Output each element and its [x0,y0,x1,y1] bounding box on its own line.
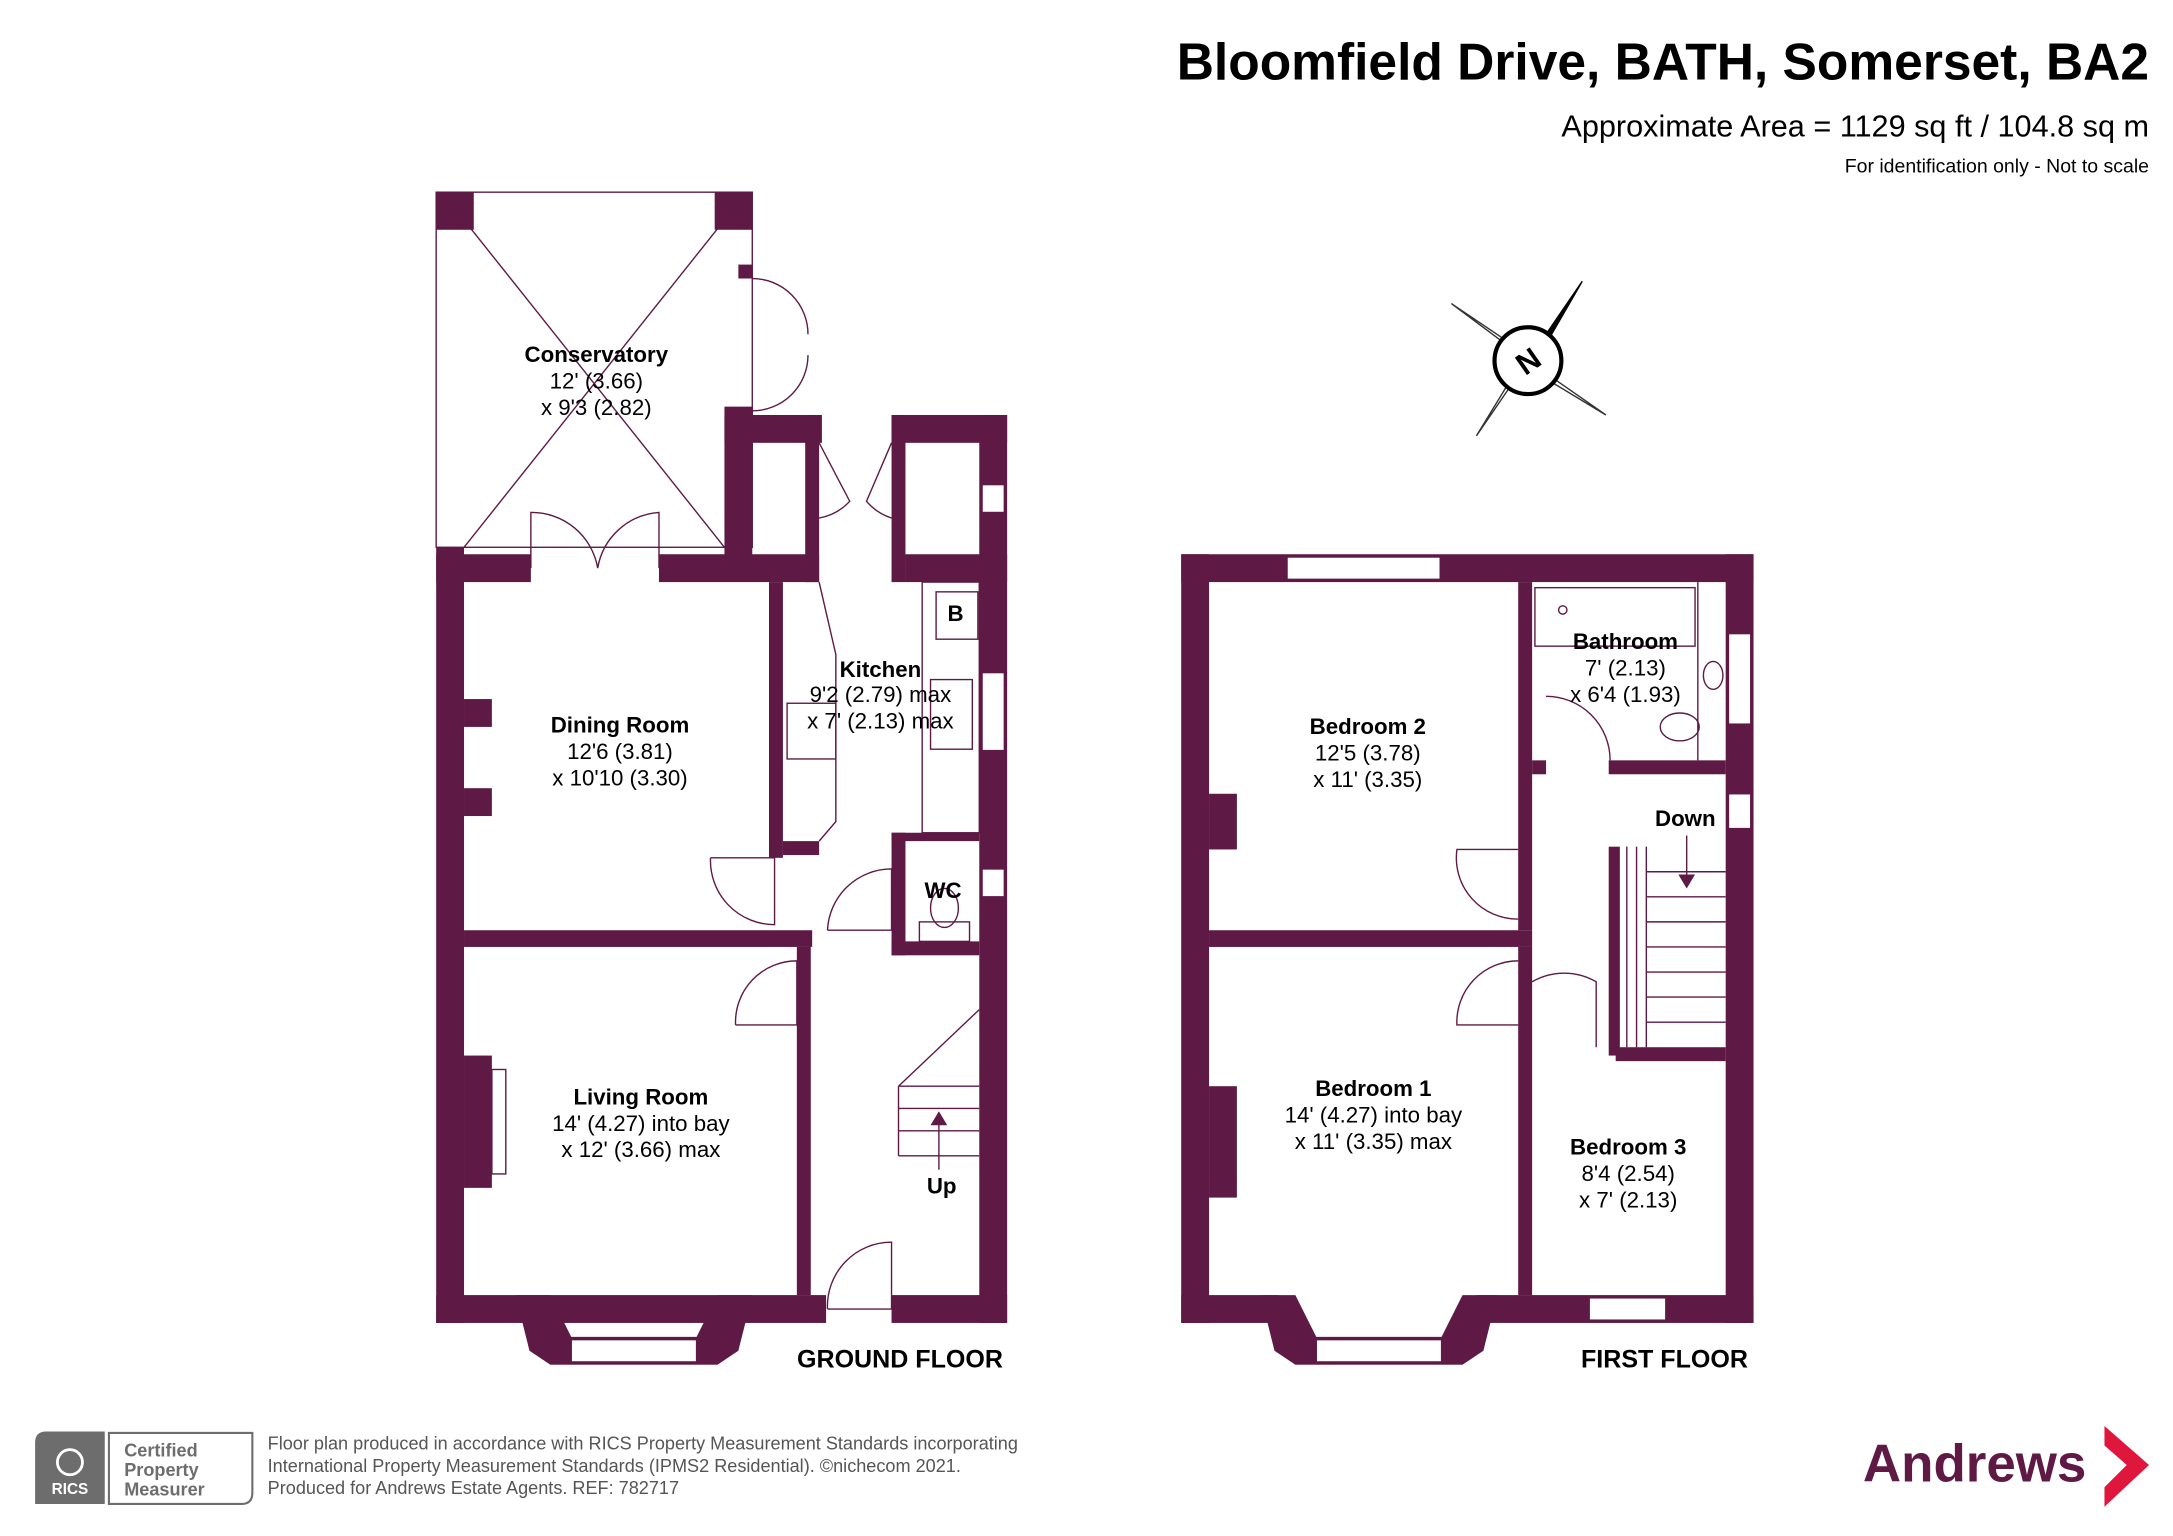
room-dimension: x 9'3 (2.82) [541,395,652,420]
room-dimension: x 11' (3.35) [1313,767,1422,792]
room-dimension: 14' (4.27) into bay [1285,1102,1463,1127]
room-bedroom-2: Bedroom 2 12'5 (3.78) x 11' (3.35) [1310,714,1426,792]
room-bedroom-1: Bedroom 1 14' (4.27) into bay x 11' (3.3… [1285,1076,1463,1154]
rics-badge: RICS Certified Property Measurer [35,1431,254,1506]
room-dimension: x 6'4 (1.93) [1570,682,1681,707]
room-name: Dining Room [551,712,690,737]
room-dimension: x 7' (2.13) max [807,708,954,733]
room-dimension: x 12' (3.66) max [561,1137,720,1162]
rics-logo-text: RICS [52,1481,89,1498]
room-name: Bathroom [1573,629,1678,654]
approximate-area: Approximate Area = 1129 sq ft / 104.8 sq… [1561,109,2149,143]
room-kitchen: Kitchen 9'2 (2.79) max x 7' (2.13) max [807,657,954,734]
room-dimension: x 10'10 (3.30) [552,765,687,790]
room-dimension: 14' (4.27) into bay [552,1111,730,1136]
badge-line: Measurer [124,1480,204,1500]
room-bedroom-3: Bedroom 3 8'4 (2.54) x 7' (2.13) [1570,1134,1686,1212]
room-conservatory: Conservatory 12' (3.66) x 9'3 (2.82) [525,342,669,420]
first-stairs [1626,835,1726,1048]
footer-line: International Property Measurement Stand… [268,1456,961,1476]
footer-line: Floor plan produced in accordance with R… [268,1434,1018,1454]
room-dimension: 7' (2.13) [1585,655,1666,680]
room-dimension: 8'4 (2.54) [1582,1161,1675,1186]
compass-icon: N [1450,280,1607,437]
stairs-up-label: Up [927,1173,957,1198]
first-floor-plan: Down Bedroom 2 12'5 (3.78) x 11' (3.35) … [1181,554,1754,1373]
brand-chevron-icon [2104,1425,2150,1507]
room-dimension: 12' (3.66) [550,369,643,394]
footer-line: Produced for Andrews Estate Agents. REF:… [268,1478,679,1498]
rics-lion-icon [56,1448,84,1477]
ground-floor-label: GROUND FLOOR [797,1345,1003,1373]
room-living-room: Living Room 14' (4.27) into bay x 12' (3… [552,1084,730,1162]
room-name: Bedroom 2 [1310,714,1426,739]
room-dimension: 9'2 (2.79) max [810,682,952,707]
badge-line: Certified [124,1441,197,1461]
andrews-logo: Andrews [1863,1425,2150,1507]
ground-stairs [897,1009,980,1170]
room-name: Bedroom 1 [1315,1076,1431,1101]
room-dimension: x 7' (2.13) [1579,1187,1677,1212]
room-name: Bedroom 3 [1570,1134,1686,1159]
boiler-label: B [948,601,964,626]
room-dimension: x 11' (3.35) max [1295,1129,1452,1154]
brand-name: Andrews [1863,1435,2086,1494]
room-bathroom: Bathroom 7' (2.13) x 6'4 (1.93) [1570,629,1681,707]
scale-note: For identification only - Not to scale [1845,156,2149,178]
badge-line: Property [124,1460,198,1480]
first-floor-label: FIRST FLOOR [1581,1345,1748,1373]
room-dining-room: Dining Room 12'6 (3.81) x 10'10 (3.30) [551,712,690,790]
room-dimension: 12'5 (3.78) [1315,740,1421,765]
ground-floor-plan: B Up Conservatory 12' (3.66) x 9'3 (2.82… [435,191,1008,1373]
room-name: Living Room [573,1084,708,1109]
property-title: Bloomfield Drive, BATH, Somerset, BA2 [1177,32,2149,90]
room-wc: WC [925,878,962,903]
room-name: Conservatory [525,342,669,367]
room-dimension: 12'6 (3.81) [567,739,673,764]
stairs-down-label: Down [1655,806,1716,831]
room-name: Kitchen [840,657,922,682]
